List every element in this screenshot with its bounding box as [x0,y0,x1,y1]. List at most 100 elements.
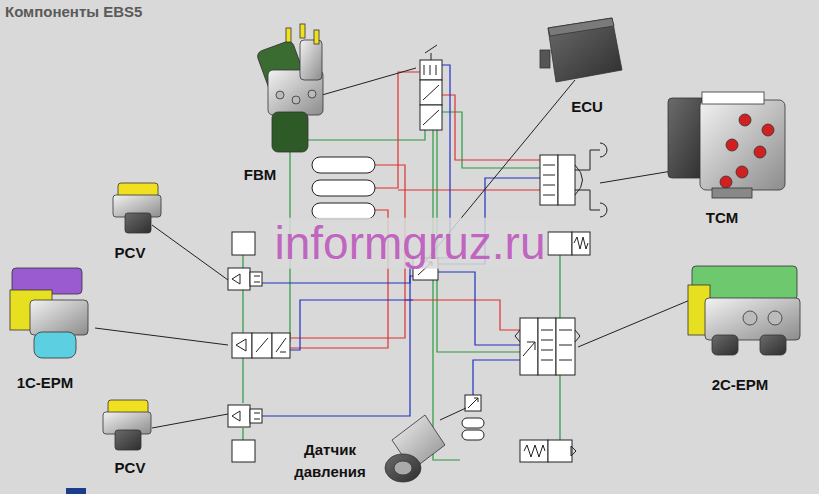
sensor-symbol [468,398,478,408]
component-label: PCV [113,457,148,479]
tcm-illustration [726,139,738,151]
epm1-illustration [10,268,88,358]
epm2-illustration [712,335,738,355]
tcm-symbol [540,143,607,217]
fbm-symbol [420,45,442,130]
green-line [433,130,460,460]
valve-symbol [556,318,575,375]
pcv-illustration [115,430,141,450]
epm2-illustration [688,266,800,355]
fbm-symbol [425,45,437,60]
red-line [375,72,420,188]
component-label: TCM [704,207,741,229]
green-line [243,112,560,460]
sensor-symbol [465,395,481,411]
fbm-illustration [256,24,323,152]
red-line [290,72,540,348]
ecu-illustration [548,18,622,82]
component-label: 1C-EPM [15,372,76,394]
tcm-illustration [736,166,748,178]
pcv-illustration [125,213,151,233]
valve-symbol [515,330,580,342]
fbm-illustration [276,91,284,99]
leader-line [440,408,466,420]
tcm-illustration [702,92,764,104]
label-wrap: PCV [113,457,148,479]
blue-line [438,272,520,345]
valve-symbol [250,409,262,423]
tcm-illustration [700,100,785,190]
ecu-illustration [548,18,614,36]
blue-line [262,268,413,283]
component-label: PCV [113,242,148,264]
leader-line [152,414,228,428]
fbm-illustration [300,40,322,80]
red-line [405,300,520,330]
valve-symbol [572,232,590,255]
valve-symbol [250,272,262,286]
tcm-illustration [739,114,751,126]
pcv-illustration [103,183,161,450]
sensor-symbol [465,395,481,411]
reservoir [462,418,484,428]
valve-symbol [236,338,286,352]
leader-line [322,68,416,95]
leader-line [152,225,228,280]
epm2-illustration [743,311,757,325]
epm1-illustration [34,332,76,358]
leader-line [578,300,690,347]
fbm-illustration [308,90,316,98]
label-wrap: 1C-EPM [15,372,76,394]
tcm-illustration [720,176,732,188]
tcm-symbol [540,155,558,205]
red-line [398,189,540,190]
red-line [442,95,540,160]
reservoir [312,157,484,440]
sensor-illustration [385,415,445,482]
label-wrap: ECU [569,96,605,118]
blue-line [262,276,413,416]
blue-line [285,300,413,350]
tcm-illustration [668,92,785,198]
blue-line [473,360,520,395]
valve-symbol [524,445,576,457]
tcm-symbol [543,165,555,195]
tcm-illustration [712,188,752,198]
epm1-illustration [30,300,88,335]
valve-symbol [232,232,255,255]
leader-line [95,68,690,428]
fbm-illustration [272,112,308,152]
fbm-illustration [300,24,305,38]
component-label: Датчик давления [280,439,380,483]
label-wrap: 2C-EPM [710,374,771,396]
fbm-symbol [420,60,442,80]
valve-symbol [548,232,572,255]
component-label: 2C-EPM [710,374,771,396]
valve-symbol [538,318,556,375]
fbm-illustration [314,30,319,44]
sensor-illustration [385,454,421,482]
reservoir [312,180,375,196]
fbm-illustration [286,28,291,42]
corner-mark [66,488,86,494]
valve-symbol [232,333,252,358]
label-wrap: informgruz.ru [273,218,548,269]
valve-symbol [232,274,260,284]
reservoir [312,157,375,173]
label-wrap: FBM [242,164,279,186]
valve-symbol [574,237,588,249]
valve-symbol [548,440,572,462]
tcm-symbol [600,143,607,217]
component-label: FBM [242,164,279,186]
tcm-illustration [754,146,766,158]
epm2-illustration [768,311,782,325]
ecu-illustration [540,18,622,82]
reservoir [462,430,484,440]
reservoir [312,203,375,219]
valve-symbol [232,411,260,421]
epm2-illustration [760,335,786,355]
label-wrap: TCM [704,207,741,229]
leader-line [95,328,228,345]
valve-symbol [232,440,255,462]
